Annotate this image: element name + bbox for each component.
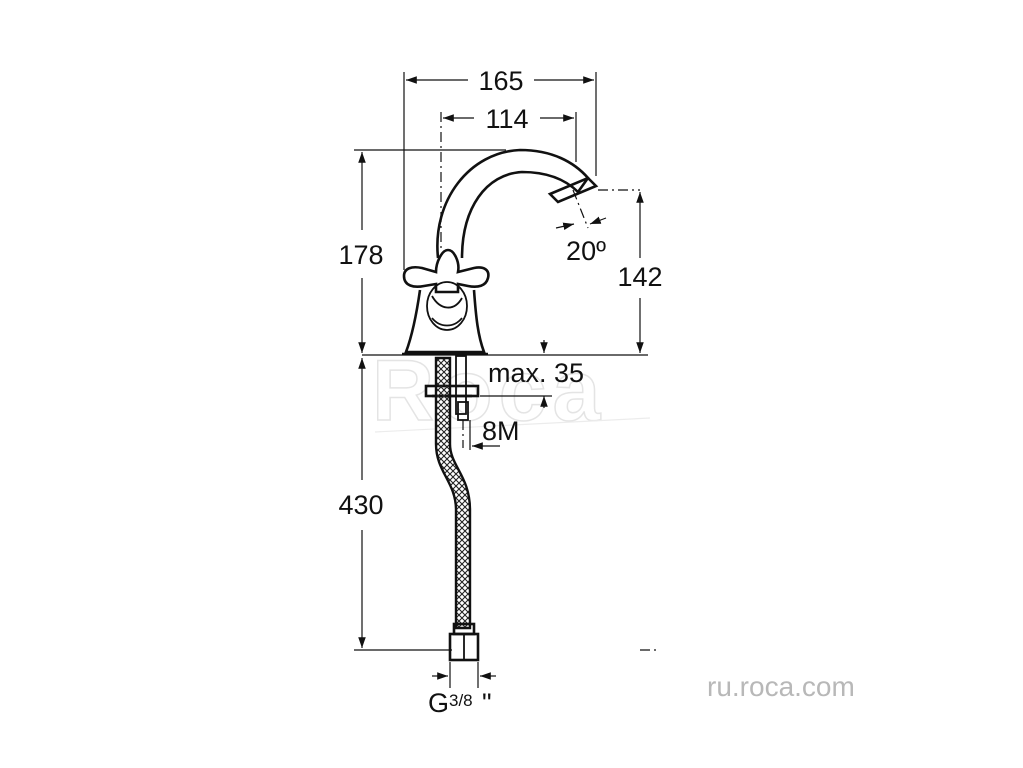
dim-connection-size: 3/8 (449, 691, 473, 710)
roca-watermark-logo: Roca (371, 342, 651, 440)
flexible-hose (434, 356, 480, 662)
center-lines (440, 112, 660, 651)
svg-text:Roca: Roca (372, 343, 606, 439)
cross-handle (402, 248, 490, 294)
dim-spout-reach: 114 (485, 104, 528, 134)
dim-spout-angle: 20º (566, 236, 606, 266)
dimension-lines (354, 72, 648, 688)
faucet-body (402, 148, 599, 356)
spout-aerator (547, 176, 599, 204)
dim-thread: 8M (482, 416, 520, 446)
faucet-base (404, 289, 486, 354)
dim-connection-suffix: " (482, 688, 492, 718)
dim-connection-prefix: G (428, 688, 449, 718)
dim-max-deck-thickness: max. 35 (488, 358, 584, 388)
dim-overall-width: 165 (478, 66, 523, 96)
dim-spout-height: 142 (617, 262, 662, 292)
dim-hose-length: 430 (338, 490, 383, 520)
dim-connection: G 3/8 " (428, 688, 492, 718)
dim-total-height: 178 (338, 240, 383, 270)
watermark-url: ru.roca.com (707, 671, 855, 702)
